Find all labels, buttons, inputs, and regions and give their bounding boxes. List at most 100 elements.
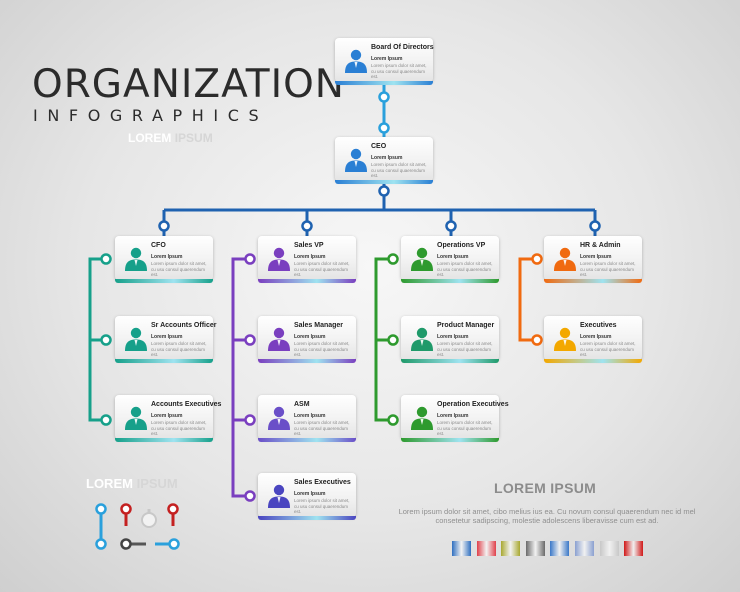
card-subtitle: Lorem Ipsum <box>294 491 326 497</box>
card-accent-bar <box>258 279 356 283</box>
card-accent-bar <box>335 180 433 184</box>
card-accent-bar <box>115 279 213 283</box>
person-icon <box>345 148 367 172</box>
card-subtitle: Lorem Ipsum <box>437 413 469 419</box>
card-title: HR & Admin <box>580 242 621 249</box>
card-description: Lorem ipsum dolor sit amet, cu usu consu… <box>437 420 493 436</box>
card-description: Lorem ipsum dolor sit amet, cu usu consu… <box>294 341 350 357</box>
card-title: Sales Manager <box>294 322 344 329</box>
card-subtitle: Lorem Ipsum <box>151 254 183 260</box>
card-subtitle: Lorem Ipsum <box>371 155 403 161</box>
color-swatch <box>550 541 570 556</box>
card-description: Lorem ipsum dolor sit amet, cu usu consu… <box>437 341 493 357</box>
card-description: Lorem ipsum dolor sit amet, cu usu consu… <box>580 261 636 277</box>
card-title: Executives <box>580 322 617 329</box>
card-accent-bar <box>115 359 213 363</box>
lorem-heading-top-word2: IPSUM <box>174 131 213 145</box>
card-accent-bar <box>335 81 433 85</box>
color-swatch <box>452 541 471 556</box>
page-title: ORGANIZATION <box>32 62 345 107</box>
card-description: Lorem ipsum dolor sit amet, cu usu consu… <box>294 420 350 436</box>
color-swatch <box>525 541 545 556</box>
card-subtitle: Lorem Ipsum <box>437 334 469 340</box>
color-swatch <box>599 541 619 556</box>
person-icon <box>268 406 290 430</box>
card-description: Lorem ipsum dolor sit amet, cu usu consu… <box>151 420 207 436</box>
card-title: Operation Executives <box>437 401 509 408</box>
color-swatch <box>476 541 496 556</box>
card-accent-bar <box>401 438 499 442</box>
card-title: Accounts Executives <box>151 401 222 408</box>
person-icon <box>125 327 147 351</box>
card-accent-bar <box>258 359 356 363</box>
card-accent-bar <box>258 516 356 520</box>
person-icon <box>125 247 147 271</box>
card-subtitle: Lorem Ipsum <box>580 334 612 340</box>
card-description: Lorem ipsum dolor sit amet, cu usu consu… <box>580 341 636 357</box>
description-paragraph: Lorem ipsum dolor sit amet, cibo melius … <box>398 507 696 525</box>
card-subtitle: Lorem Ipsum <box>294 334 326 340</box>
card-subtitle: Lorem Ipsum <box>580 254 612 260</box>
lorem-heading-legend-word2: IPSUM <box>136 476 178 491</box>
card-description: Lorem ipsum dolor sit amet, cu usu consu… <box>151 261 207 277</box>
card-subtitle: Lorem Ipsum <box>294 254 326 260</box>
card-title: Sales Executives <box>294 479 351 486</box>
card-title: Board Of Directors <box>371 44 434 51</box>
person-icon <box>268 484 290 508</box>
card-accent-bar <box>401 359 499 363</box>
person-icon <box>345 49 367 73</box>
person-icon <box>411 406 433 430</box>
lorem-heading-right: LOREM IPSUM <box>494 480 597 496</box>
card-description: Lorem ipsum dolor sit amet, cu usu consu… <box>151 341 207 357</box>
page-subtitle: INFOGRAPHICS <box>33 106 269 125</box>
card-description: Lorem ipsum dolor sit amet, cu usu consu… <box>371 162 427 178</box>
card-description: Lorem ipsum dolor sit amet, cu usu consu… <box>371 63 427 79</box>
card-description: Lorem ipsum dolor sit amet, cu usu consu… <box>294 261 350 277</box>
card-title: Sr Accounts Officer <box>151 322 217 329</box>
person-icon <box>554 247 576 271</box>
card-subtitle: Lorem Ipsum <box>151 413 183 419</box>
person-icon <box>268 247 290 271</box>
person-icon <box>411 247 433 271</box>
color-swatch <box>575 541 594 556</box>
color-swatch <box>624 541 644 556</box>
person-icon <box>125 406 147 430</box>
lorem-heading-top: LOREM IPSUM <box>128 131 213 145</box>
card-accent-bar <box>258 438 356 442</box>
card-accent-bar <box>544 359 642 363</box>
lorem-heading-legend: LOREM IPSUM <box>86 476 178 491</box>
card-title: Product Manager <box>437 322 495 329</box>
connector-legend-icons <box>95 503 180 550</box>
card-title: Sales VP <box>294 242 324 249</box>
card-subtitle: Lorem Ipsum <box>151 334 183 340</box>
card-title: CEO <box>371 143 387 150</box>
card-description: Lorem ipsum dolor sit amet, cu usu consu… <box>437 261 493 277</box>
card-subtitle: Lorem Ipsum <box>371 56 403 62</box>
card-title: Operations VP <box>437 242 486 249</box>
card-accent-bar <box>544 279 642 283</box>
card-accent-bar <box>401 279 499 283</box>
card-title: ASM <box>294 401 310 408</box>
person-icon <box>411 327 433 351</box>
lorem-heading-top-word1: LOREM <box>128 131 172 145</box>
color-swatch <box>501 541 521 556</box>
lorem-heading-legend-word1: LOREM <box>86 476 133 491</box>
card-subtitle: Lorem Ipsum <box>437 254 469 260</box>
card-description: Lorem ipsum dolor sit amet, cu usu consu… <box>294 498 350 514</box>
card-subtitle: Lorem Ipsum <box>294 413 326 419</box>
